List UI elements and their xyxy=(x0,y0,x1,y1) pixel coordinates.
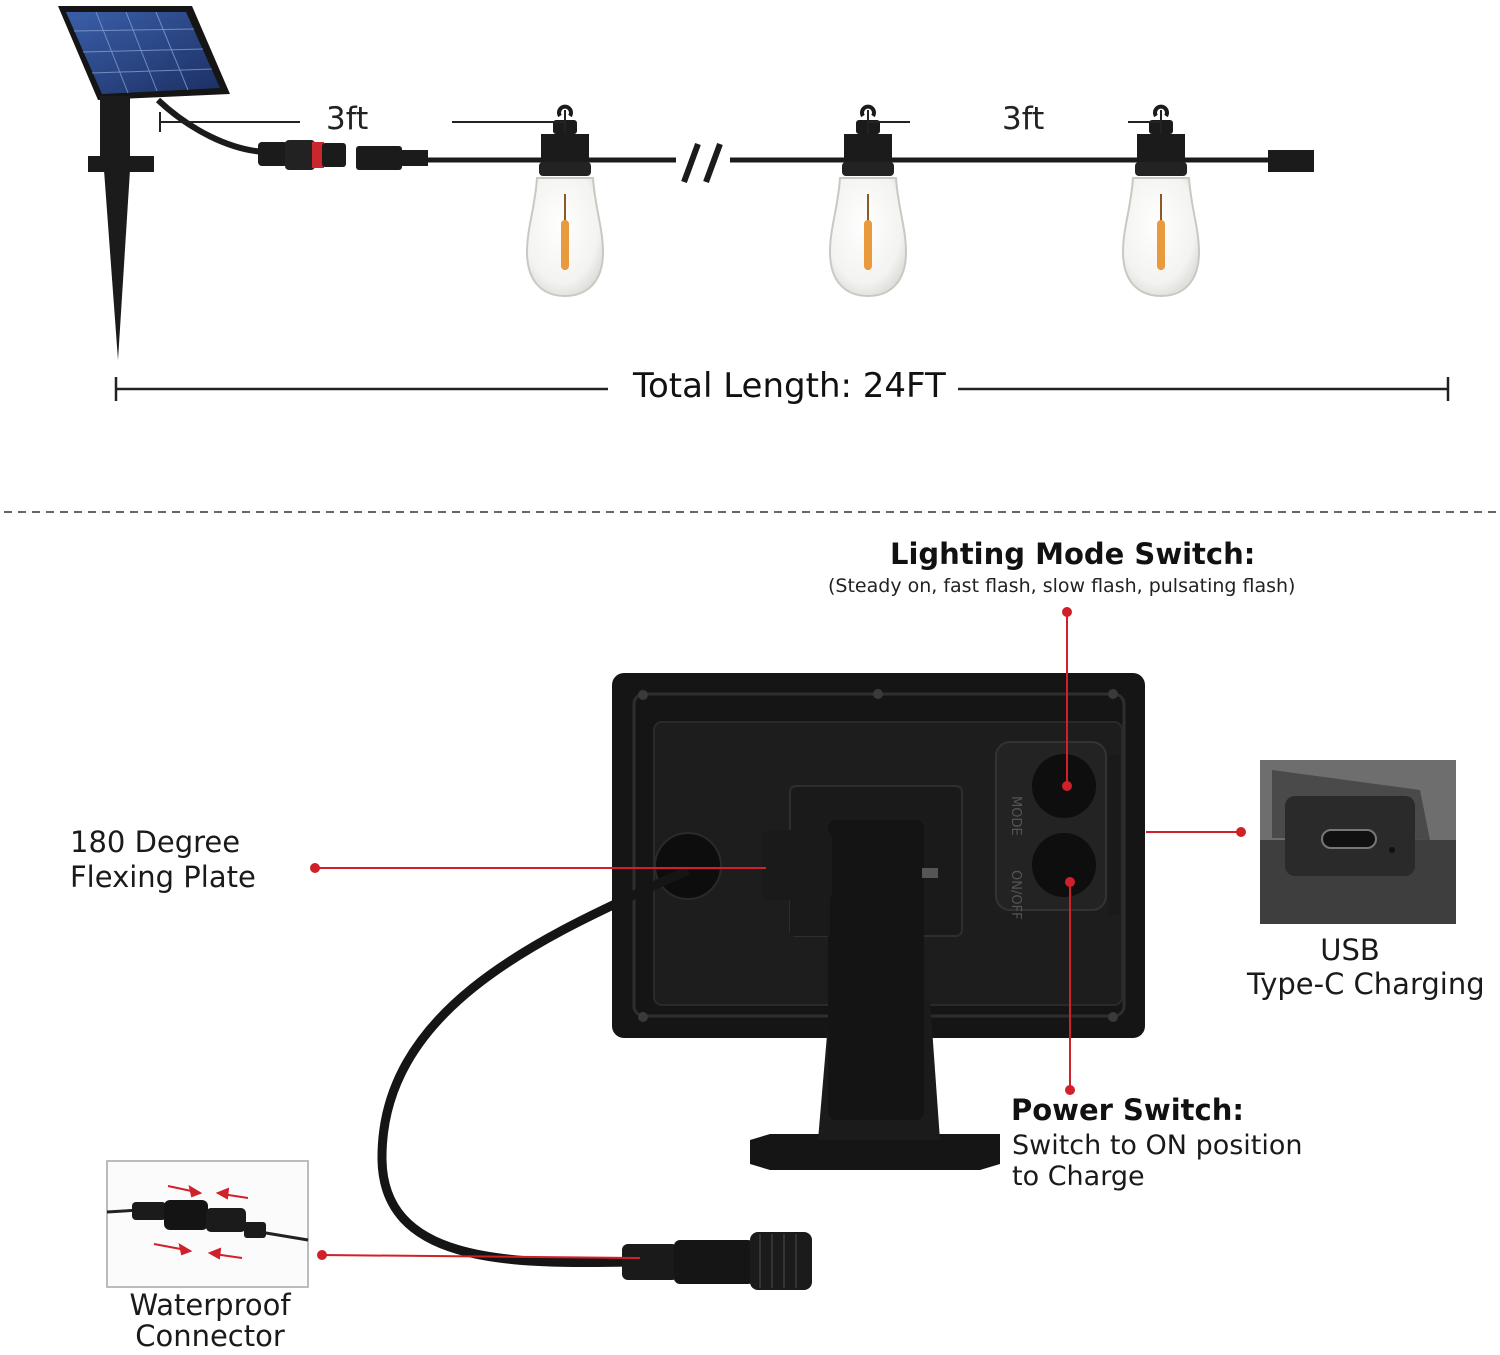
bulb-icon xyxy=(525,104,605,298)
connector-label-line2: Connector xyxy=(135,1319,285,1353)
total-length-label: Total Length: 24FT xyxy=(633,366,946,406)
spacing-label-left: 3ft xyxy=(326,101,369,137)
bulb-icon xyxy=(1121,104,1201,298)
mode-switch-subtitle: (Steady on, fast flash, slow flash, puls… xyxy=(828,575,1296,597)
power-switch-line1: Switch to ON position xyxy=(1012,1130,1303,1161)
mounting-bracket-icon xyxy=(750,820,1000,1170)
spacing-label-right: 3ft xyxy=(1002,101,1045,137)
connector-inset xyxy=(106,1160,309,1288)
power-switch-title: Power Switch: xyxy=(1011,1093,1244,1127)
svg-text:MODE: MODE xyxy=(1008,796,1023,836)
flexing-plate-line2: Flexing Plate xyxy=(70,860,256,894)
leader-lines xyxy=(310,607,1246,1260)
flexing-plate-line1: 180 Degree xyxy=(70,825,241,859)
connector-label-line1: Waterproof xyxy=(129,1288,291,1322)
mode-switch-title: Lighting Mode Switch: xyxy=(890,537,1256,571)
power-switch-line2: to Charge xyxy=(1012,1161,1145,1192)
solar-panel-icon xyxy=(58,6,230,360)
svg-text:ON/OFF: ON/OFF xyxy=(1008,870,1023,920)
inline-connector-icon xyxy=(258,140,428,170)
usb-label-line2: Type-C Charging xyxy=(1247,967,1485,1001)
string-light-assembly xyxy=(58,6,1314,360)
usb-label-line1: USB xyxy=(1320,933,1380,967)
waterproof-connector-plug-icon xyxy=(622,1232,812,1290)
bulb-icon xyxy=(828,104,908,298)
usb-port-inset xyxy=(1260,760,1456,924)
dimension-lines xyxy=(114,110,1450,401)
